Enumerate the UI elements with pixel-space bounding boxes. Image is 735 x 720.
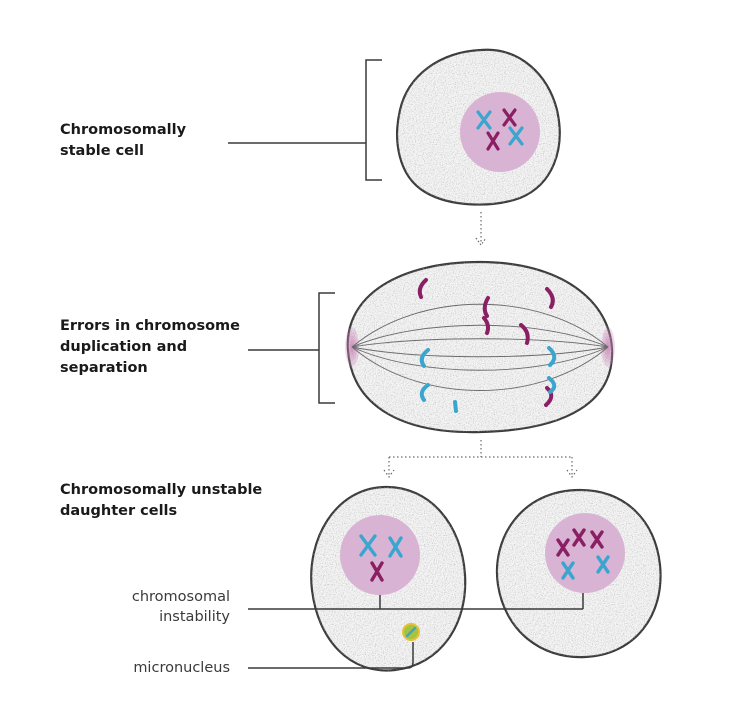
daughter-cell-right xyxy=(495,488,662,659)
dividing-cell-bracket xyxy=(248,292,335,404)
stable-cell-label: Chromosomally stable cell xyxy=(60,120,186,162)
chromosomal-instability-label: chromosomal instability xyxy=(132,587,230,627)
micronucleus-label: micronucleus xyxy=(133,658,230,678)
unstable-cells-label-line2: daughter cells xyxy=(60,503,178,519)
instability-leader xyxy=(248,593,584,610)
daughter-cell-left-nucleus xyxy=(340,515,420,595)
arrow-to-mitosis xyxy=(475,212,487,247)
chromosome xyxy=(502,108,517,127)
chromosome xyxy=(556,538,570,557)
daughter-cell-left xyxy=(310,485,467,672)
chromatid xyxy=(419,346,557,413)
chromatid xyxy=(417,278,555,407)
stable-cell-bracket xyxy=(228,59,382,181)
chromosome xyxy=(561,561,575,580)
chromosome xyxy=(388,536,403,558)
errors-label-line1: Errors in chromosome xyxy=(60,318,240,334)
chromosome xyxy=(476,110,492,130)
chromosome xyxy=(370,561,384,582)
stable-cell-label-line1: Chromosomally xyxy=(60,122,187,138)
chromosomal-instability-label-line1: chromosomal xyxy=(131,589,230,605)
stable-cell-label-line2: stable cell xyxy=(60,143,144,159)
errors-label: Errors in chromosome duplication and sep… xyxy=(60,316,240,379)
chromosomal-instability-label-line2: instability xyxy=(159,609,230,625)
chromosome xyxy=(596,555,610,574)
micronucleus-label-text: micronucleus xyxy=(133,660,230,676)
arrow-to-daughter-cells xyxy=(383,440,578,479)
chromosome xyxy=(590,530,604,549)
chromosome xyxy=(572,528,586,547)
chromosome xyxy=(508,126,524,146)
errors-label-line2: duplication and xyxy=(60,339,188,355)
dividing-cell xyxy=(345,260,615,434)
unstable-cells-label: Chromosomally unstable daughter cells xyxy=(60,480,262,522)
micronucleus-leader xyxy=(248,642,414,669)
errors-label-line3: separation xyxy=(60,360,148,376)
spindle-fibers xyxy=(351,303,609,391)
daughter-cell-right-nucleus xyxy=(545,513,625,593)
chromosome xyxy=(486,131,500,151)
stable-cell-nucleus xyxy=(460,92,540,172)
unstable-cells-label-line1: Chromosomally unstable xyxy=(60,482,263,498)
chromosome xyxy=(359,534,377,557)
stable-cell xyxy=(396,48,561,206)
